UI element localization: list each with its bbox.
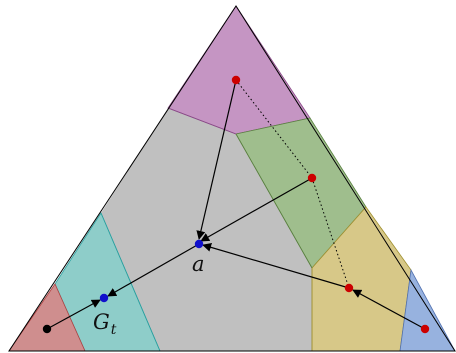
black-point bbox=[42, 324, 52, 334]
label-g-main: G bbox=[93, 310, 110, 334]
blue-point-gt bbox=[99, 293, 109, 303]
boundary-center-green bbox=[235, 133, 313, 269]
arrow-black-to-gt bbox=[46, 299, 101, 330]
triangle-outline bbox=[8, 5, 456, 352]
arrow-blue-to-yellow bbox=[352, 289, 426, 330]
top-region bbox=[167, 5, 311, 135]
center-region bbox=[101, 108, 312, 351]
red-point-green bbox=[307, 173, 317, 183]
label-g-subscript: t bbox=[111, 322, 117, 338]
red-point-top bbox=[231, 75, 241, 85]
red-point-yellow bbox=[344, 283, 354, 293]
arrow-green-to-a bbox=[200, 177, 313, 242]
boundary-center-teal bbox=[100, 212, 161, 352]
arrow-top-to-a bbox=[196, 79, 237, 240]
arrow-yellow-to-a bbox=[202, 242, 350, 289]
blue-point-a bbox=[194, 239, 204, 249]
red-point-blue bbox=[420, 324, 430, 334]
arrow-a-to-gt bbox=[107, 243, 200, 297]
label-a: a bbox=[192, 252, 205, 276]
label-g: Gt bbox=[93, 310, 117, 338]
